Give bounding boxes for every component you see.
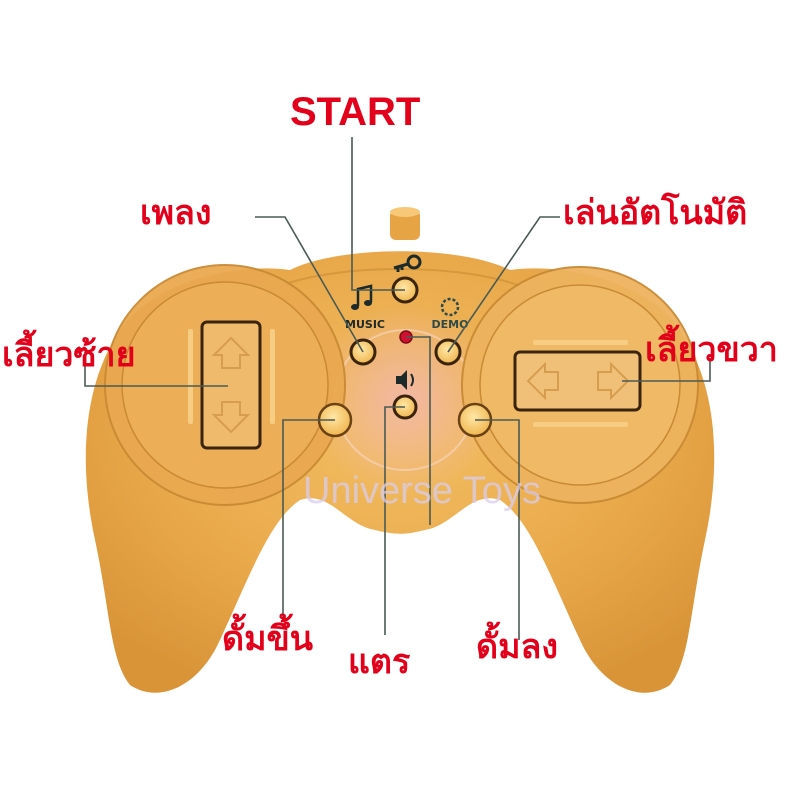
label-start: START: [290, 90, 421, 134]
gear-icon: [440, 297, 460, 317]
key-icon: [393, 254, 422, 272]
label-music: เพลง: [140, 193, 212, 233]
speaker-icon: [396, 370, 414, 390]
demo-marking: DEMO: [432, 318, 469, 331]
arrow-left-icon: [526, 361, 559, 401]
leader-lines: [84, 137, 711, 640]
label-dive-up: ดั้มขึ้น: [222, 619, 313, 659]
arrow-right-icon: [597, 361, 630, 401]
arrow-up-icon: [211, 336, 251, 369]
label-horn: แตร: [348, 642, 411, 682]
turn-left-rocker[interactable]: [200, 320, 262, 450]
music-marking: MUSIC: [345, 318, 385, 331]
label-demo: เล่นอัตโนมัติ: [563, 193, 748, 233]
label-turn-left: เลี้ยวซ้าย: [2, 335, 136, 375]
music-note-icon: [351, 284, 373, 310]
label-turn-right: เลี้ยวขวา: [645, 330, 778, 370]
antenna-nub: [390, 207, 420, 240]
arrow-down-icon: [211, 401, 251, 434]
label-dive-down: ดั้มลง: [476, 627, 558, 667]
turn-right-rocker[interactable]: [513, 350, 642, 412]
watermark: Universe Toys: [303, 470, 541, 512]
